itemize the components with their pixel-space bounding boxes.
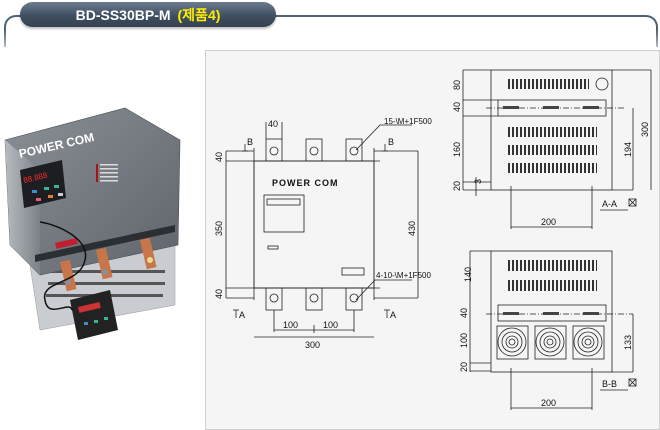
bb-dim-bottom: 20 bbox=[459, 362, 469, 372]
dim-bottom-margin: 40 bbox=[214, 289, 224, 299]
bb-dim-hole-spacing: 200 bbox=[541, 398, 556, 408]
product-photo: POWER COM 88.888 bbox=[4, 107, 181, 340]
aa-dim-top: 80 bbox=[452, 80, 462, 90]
fan-icons bbox=[496, 325, 605, 360]
vent-slots-aa bbox=[507, 79, 589, 89]
section-bb-outline bbox=[490, 250, 613, 373]
section-aa-outline bbox=[490, 69, 613, 191]
aa-dim-bottom: 20 bbox=[452, 181, 462, 191]
bb-dim-band: 40 bbox=[459, 308, 469, 318]
dim-top-margin: 40 bbox=[214, 152, 224, 162]
section-mark-b-left: B bbox=[247, 137, 253, 147]
aa-dim-inner-height: 194 bbox=[623, 142, 633, 157]
dim-body-height: 350 bbox=[214, 221, 224, 236]
dimension-drawing-panel bbox=[205, 50, 660, 430]
callout-top-bolt: 15-\M+1F500 bbox=[384, 117, 432, 126]
bb-dim-inner-height: 133 bbox=[623, 335, 633, 350]
section-mark-a-right: A bbox=[390, 310, 396, 320]
callout-mount-hole: 4-10-\M+1F500 bbox=[376, 271, 431, 280]
aa-dim-band: 40 bbox=[452, 102, 462, 112]
section-mark-a-left: A bbox=[239, 310, 245, 320]
dim-total-height: 430 bbox=[407, 221, 417, 236]
aa-dim-middle: 160 bbox=[452, 142, 462, 157]
dim-terminal-width: 40 bbox=[268, 119, 278, 129]
aa-dim-offset: 3 bbox=[473, 179, 483, 184]
bb-dim-top: 140 bbox=[463, 267, 473, 282]
front-brand-label: POWER COM bbox=[272, 178, 339, 188]
dim-spacing-left: 100 bbox=[283, 320, 298, 330]
product-tag: (제품4) bbox=[177, 6, 221, 23]
section-aa-label: A-A bbox=[602, 199, 617, 209]
product-model: BD-SS30BP-M bbox=[75, 6, 171, 23]
aa-dim-hole-spacing: 200 bbox=[541, 217, 556, 227]
aa-dim-total-height: 300 bbox=[640, 122, 650, 137]
section-mark-b-right: B bbox=[388, 137, 394, 147]
section-bb-label: B-B bbox=[602, 379, 617, 389]
bb-dim-fan: 100 bbox=[459, 333, 469, 348]
dim-total-width: 300 bbox=[305, 340, 320, 350]
dim-spacing-right: 100 bbox=[323, 320, 338, 330]
product-title-badge: BD-SS30BP-M (제품4) bbox=[20, 2, 276, 27]
